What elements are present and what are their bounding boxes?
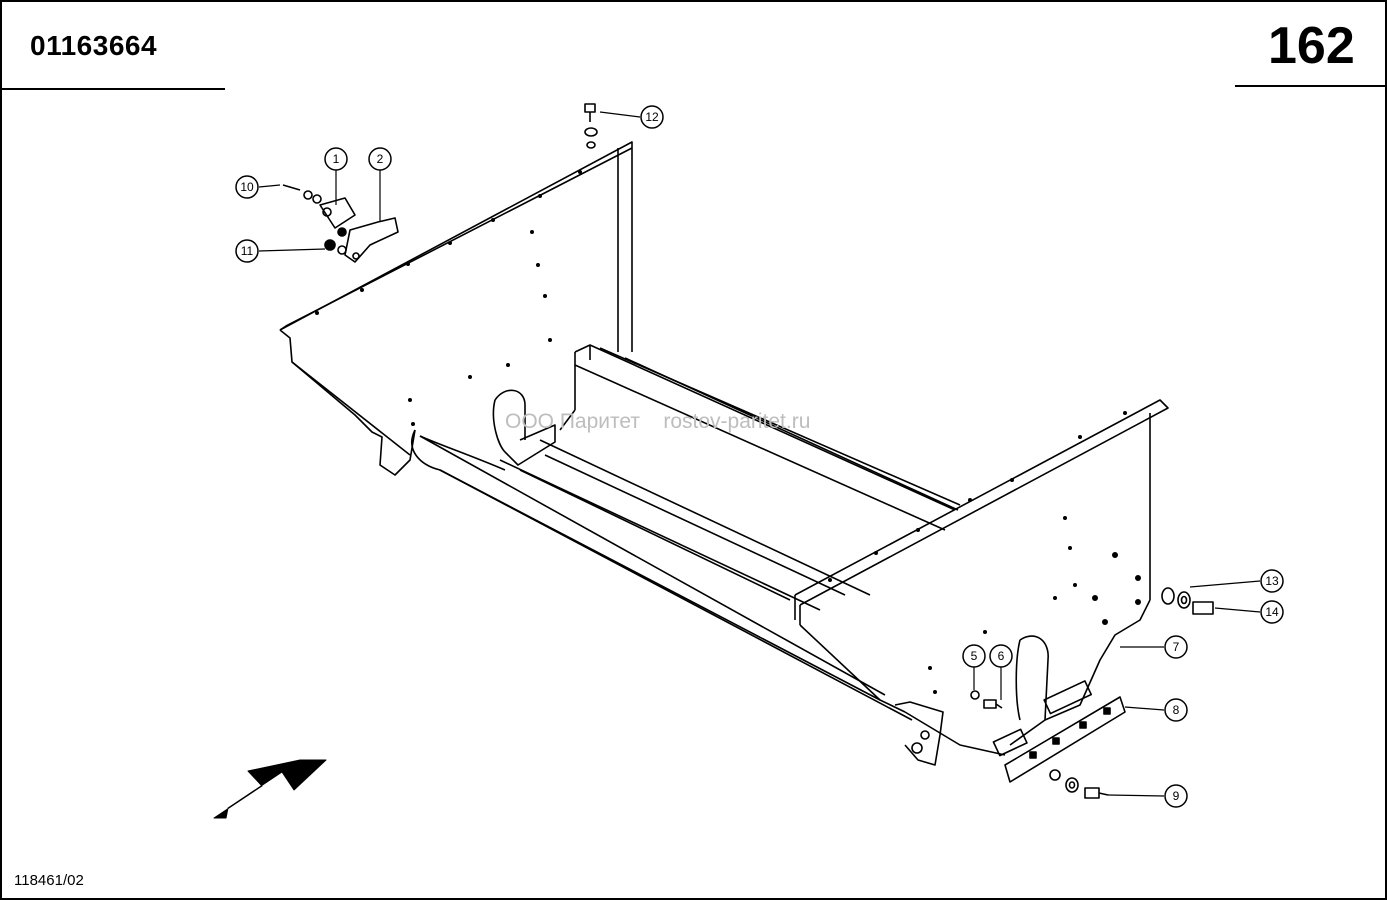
- fastener-set-item-5-6: [970, 690, 1003, 709]
- callout-13-label: 13: [1265, 574, 1279, 588]
- header-rule-right: [1235, 85, 1385, 87]
- plate-item-8: [1004, 696, 1126, 783]
- callout-2-label: 2: [377, 152, 384, 166]
- fastener-set-item-9: [1049, 769, 1109, 799]
- callout-13: 13: [1260, 569, 1284, 593]
- frame-border-top: [0, 0, 1387, 2]
- callout-6-label: 6: [998, 649, 1005, 663]
- callout-9-label: 9: [1173, 789, 1180, 803]
- bolt-item-12: [584, 103, 598, 149]
- callout-6: 6: [989, 644, 1013, 668]
- header-rule-left: [0, 88, 225, 90]
- callout-11-label: 11: [241, 244, 254, 258]
- callout-12: 12: [640, 105, 664, 129]
- drawing-reference: 118461/02: [14, 872, 84, 889]
- callout-2: 2: [368, 147, 392, 171]
- callout-7: 7: [1164, 635, 1188, 659]
- callout-1: 1: [324, 147, 348, 171]
- callout-10-label: 10: [240, 180, 254, 194]
- callout-9: 9: [1164, 784, 1188, 808]
- callout-8-label: 8: [1173, 703, 1180, 717]
- bracket-assembly-items-1-2: [282, 184, 399, 263]
- upper-crossbeam: [559, 344, 961, 531]
- callout-5: 5: [962, 644, 986, 668]
- callout-1-label: 1: [333, 152, 340, 166]
- callout-11: 11: [235, 239, 259, 263]
- leader-lines: [258, 111, 1261, 797]
- left-inner-bracket: [492, 389, 556, 466]
- callout-12-label: 12: [645, 110, 659, 124]
- frame-border-left: [0, 0, 2, 900]
- front-mount-bracket: [894, 701, 944, 766]
- fastener-set-item-13-14: [1161, 587, 1214, 615]
- callout-10: 10: [235, 175, 259, 199]
- callout-8: 8: [1164, 698, 1188, 722]
- front-curved-skirt: [411, 429, 913, 721]
- callout-14-label: 14: [1265, 605, 1279, 619]
- callout-14: 14: [1260, 600, 1284, 624]
- left-side-panel: [279, 141, 633, 476]
- page-number: 162: [1268, 17, 1355, 75]
- floor-channel: [499, 439, 871, 611]
- forward-direction-arrow-icon: [213, 759, 327, 819]
- callout-7-label: 7: [1173, 640, 1180, 654]
- document-number: 01163664: [30, 30, 158, 61]
- watermark-text: ООО Паритет rostov-paritet.ru: [505, 410, 811, 433]
- frame-border-right: [1385, 0, 1387, 900]
- callout-5-label: 5: [971, 649, 978, 663]
- frame-border-bottom: [0, 898, 1387, 900]
- mounting-holes: [315, 170, 1141, 694]
- right-side-panel: [794, 399, 1169, 757]
